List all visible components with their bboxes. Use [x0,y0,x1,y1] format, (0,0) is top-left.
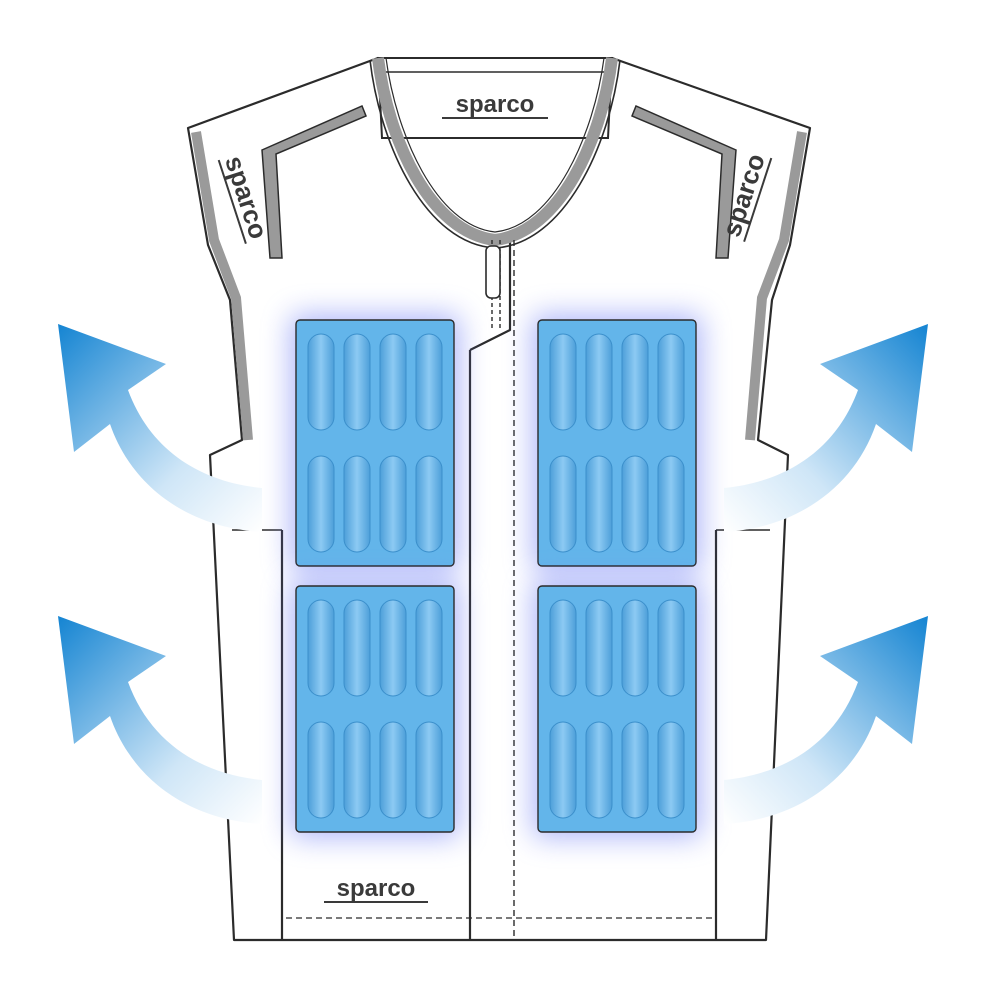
cooling-pad-right-upper [532,314,702,572]
hem-logo: sparco [324,875,428,903]
pad-cell [415,455,443,553]
neckline-trim [372,57,618,247]
cooling-pads [290,314,702,838]
pad-base [537,585,697,833]
pad-cell [343,333,371,431]
pad-base [295,319,455,567]
pad-cell [379,455,407,553]
pad-cell [657,333,685,431]
airflow-arrow-left-lower [58,616,262,824]
pad-cell [549,333,577,431]
pad-cell [657,599,685,697]
right-armhole-trim [745,131,807,441]
pad-cell [621,599,649,697]
pad-cell [549,599,577,697]
pad-cell [657,455,685,553]
pad-cell [379,721,407,819]
airflow-arrow-left-upper [58,324,262,532]
pad-cell [415,721,443,819]
pad-cell [585,599,613,697]
pad-cell [621,333,649,431]
pad-cell [657,721,685,819]
cooling-pad-left-upper [290,314,460,572]
pad-cell [379,333,407,431]
svg-text:sparco: sparco [456,91,535,118]
left-shoulder-stripe [261,105,367,259]
left-armhole-trim [191,131,253,441]
pad-cell [621,721,649,819]
pad-cell [621,455,649,553]
pad-base [537,319,697,567]
pad-cell [585,721,613,819]
pad-cell [343,721,371,819]
pad-cell [307,455,335,553]
pad-cell [585,455,613,553]
zipper [286,240,712,940]
zip-pull [485,245,501,299]
pad-cell [343,455,371,553]
pad-cell [307,599,335,697]
pad-cell [379,599,407,697]
cooling-pad-right-lower [532,580,702,838]
pad-cell [307,721,335,819]
pad-cell [549,455,577,553]
pad-base [295,585,455,833]
pad-cell [343,599,371,697]
vest-body [186,56,812,942]
pad-cell [415,599,443,697]
airflow-arrow-right-lower [724,616,928,824]
right-shoulder-stripe [631,105,737,259]
pad-cell [549,721,577,819]
cooling-pad-left-lower [290,580,460,838]
airflow-arrow-right-upper [724,324,928,532]
pad-cell [415,333,443,431]
pad-cell [585,333,613,431]
pad-cell [307,333,335,431]
collar-logo: sparco [442,91,548,119]
svg-text:sparco: sparco [337,875,416,902]
airflow-arrows [58,324,928,824]
